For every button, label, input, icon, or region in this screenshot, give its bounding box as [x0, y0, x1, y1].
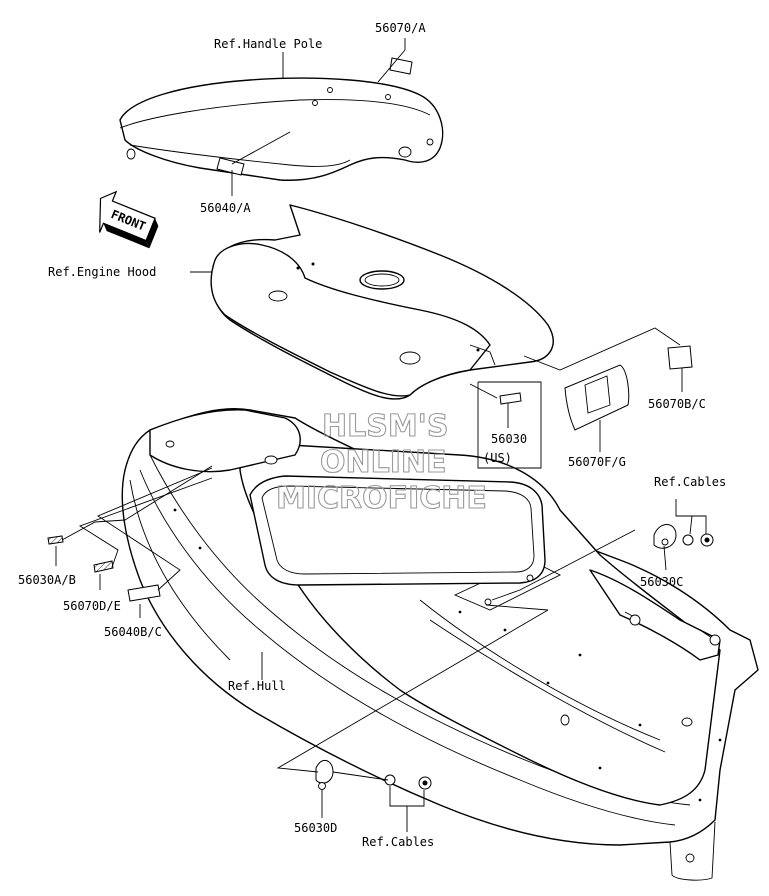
- label-56030d: 56030D: [294, 821, 337, 835]
- decal-56070fg: [564, 364, 630, 431]
- label-56030c: 56030C: [640, 575, 683, 589]
- label-56040a: 56040/A: [200, 201, 251, 215]
- label-56070fg: 56070F/G: [568, 455, 626, 469]
- label-handle-pole: Ref.Handle Pole: [214, 37, 322, 51]
- front-arrow: FRONT: [99, 190, 159, 249]
- label-56070de: 56070D/E: [63, 599, 121, 613]
- label-cables-right: Ref.Cables: [654, 475, 726, 489]
- callout-labels: Ref.Handle Pole 56070/A 56040/A Ref.Engi…: [18, 21, 726, 849]
- label-hull: Ref.Hull: [228, 679, 286, 693]
- label-cables-bottom: Ref.Cables: [362, 835, 434, 849]
- cable-cap-56030c: [653, 524, 714, 549]
- label-56030: 56030: [491, 432, 527, 446]
- engine-hood: [210, 204, 554, 400]
- leader-lines: [55, 38, 707, 832]
- decal-56040bc: [127, 584, 161, 602]
- cable-cap-56030d: [315, 759, 432, 790]
- label-engine-hood: Ref.Engine Hood: [48, 265, 156, 279]
- watermark-line-2: ONLINE: [320, 445, 447, 480]
- label-56070a: 56070/A: [375, 21, 426, 35]
- label-56040bc: 56040B/C: [104, 625, 162, 639]
- hull: [121, 408, 759, 881]
- watermark-line-1: HLSM'S: [322, 409, 448, 444]
- label-us: (US): [483, 451, 512, 465]
- decal-56070de: [93, 560, 114, 573]
- handle-pole: [119, 77, 444, 181]
- watermark: HLSM'S ONLINE MICROFICHE: [275, 408, 487, 516]
- watermark-line-3: MICROFICHE: [276, 481, 487, 516]
- decal-56030: [499, 392, 522, 405]
- label-56070bc: 56070B/C: [648, 397, 706, 411]
- label-56030ab: 56030A/B: [18, 573, 76, 587]
- decal-56070bc: [667, 345, 693, 370]
- decal-56030ab: [47, 535, 64, 545]
- decal-56070a: [389, 57, 413, 75]
